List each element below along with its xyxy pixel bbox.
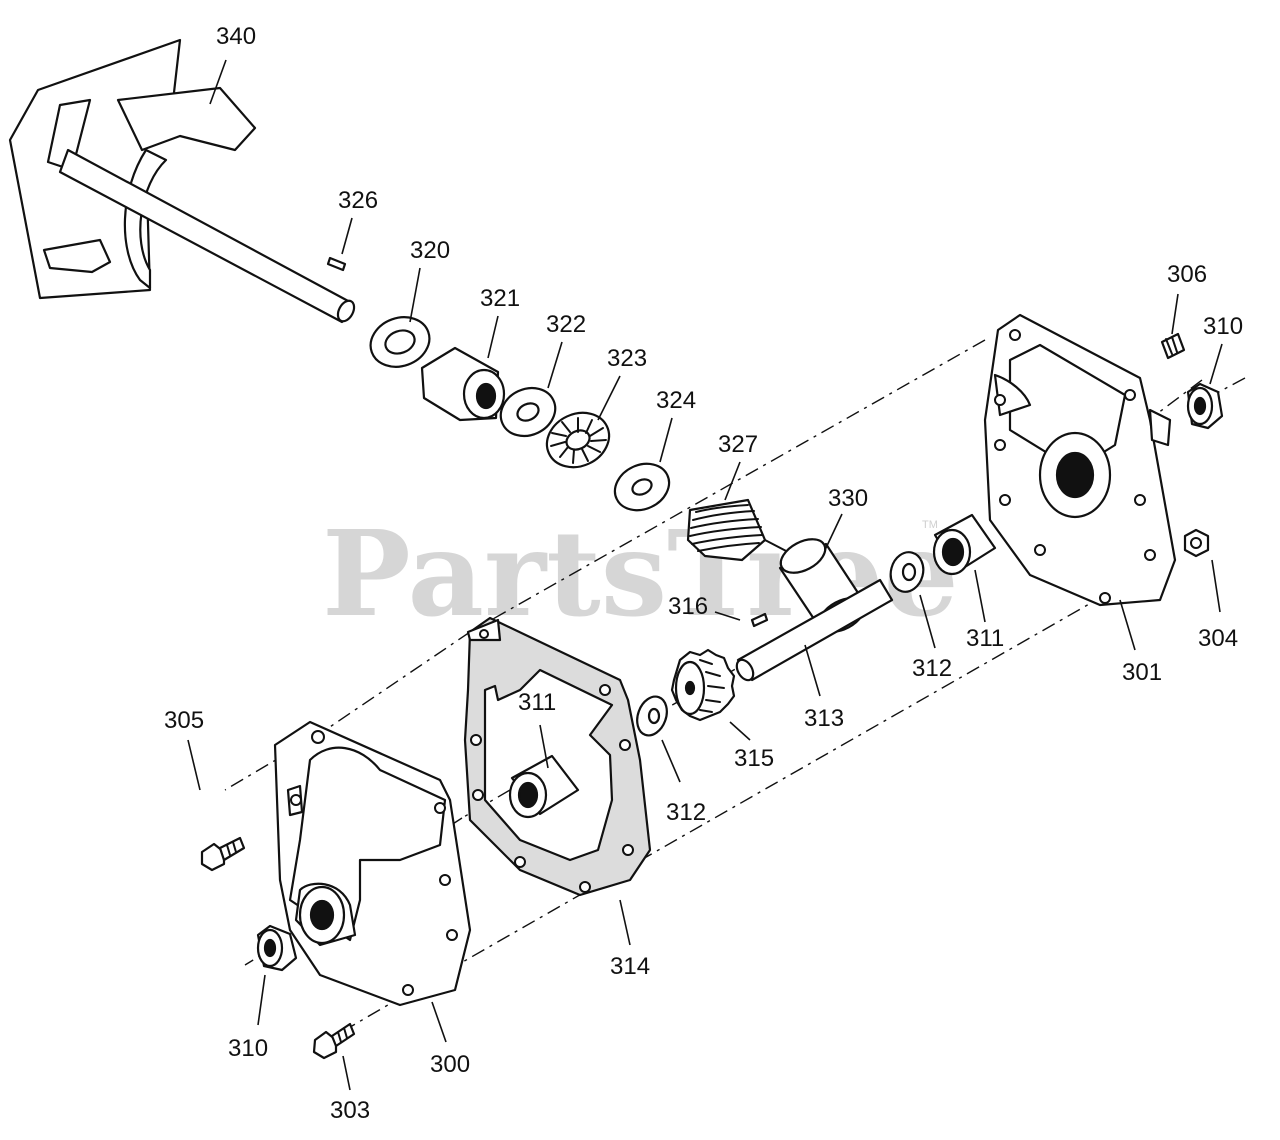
- label-303: 303: [330, 1097, 370, 1124]
- part-306-set-screw: [1160, 332, 1186, 360]
- part-301-right-housing: [983, 313, 1177, 607]
- label-313: 313: [804, 705, 844, 732]
- label-340: 340: [216, 23, 256, 50]
- part-315-gear: [670, 648, 736, 722]
- part-320-washer: [369, 316, 431, 368]
- label-314: 314: [610, 953, 650, 980]
- label-305: 305: [164, 707, 204, 734]
- label-301: 301: [1122, 659, 1162, 686]
- label-315: 315: [734, 745, 774, 772]
- label-326: 326: [338, 187, 378, 214]
- part-321-bearing-housing: [420, 346, 506, 422]
- part-324-washer: [613, 462, 671, 512]
- part-314-gasket: [463, 616, 652, 897]
- part-312-left-washer: [636, 695, 668, 737]
- part-322-washer: [499, 386, 557, 438]
- part-312-right-washer: [889, 551, 925, 593]
- part-311-left-bushing: [508, 754, 580, 819]
- label-327: 327: [718, 431, 758, 458]
- part-326-key: [326, 256, 347, 272]
- part-316-key: [750, 612, 769, 628]
- label-316: 316: [668, 593, 708, 620]
- label-310-left: 310: [228, 1035, 268, 1062]
- label-310-right: 310: [1203, 313, 1243, 340]
- part-310-right-bearing: [1186, 382, 1224, 430]
- part-310-left-bearing: [256, 924, 298, 972]
- part-305-bolt: [200, 836, 246, 872]
- callout-labels: 340 326 320 321 322 323 324 327 330 316 …: [164, 23, 1243, 1124]
- label-304: 304: [1198, 625, 1238, 652]
- label-311-right: 311: [966, 625, 1004, 652]
- part-340-impeller: [8, 38, 356, 324]
- part-313-shaft: [735, 578, 894, 682]
- label-312-left: 312: [666, 799, 706, 826]
- label-324: 324: [656, 387, 696, 414]
- callout-leaders: [187, 59, 1223, 1091]
- part-323-thrust-bearing: [545, 411, 611, 469]
- label-311-left: 311: [518, 689, 556, 716]
- label-320: 320: [410, 237, 450, 264]
- label-300: 300: [430, 1051, 470, 1078]
- label-321: 321: [480, 285, 520, 312]
- watermark: PartsTree: [322, 504, 959, 643]
- label-312-right: 312: [912, 655, 952, 682]
- label-330: 330: [828, 485, 868, 512]
- part-311-right-bushing: [932, 513, 997, 576]
- part-300-left-housing: [273, 720, 472, 1007]
- part-303-bolt: [312, 1022, 356, 1060]
- part-327-worm-gear: [686, 498, 791, 562]
- label-306: 306: [1167, 261, 1207, 288]
- part-304-nut: [1183, 528, 1210, 558]
- label-323: 323: [607, 345, 647, 372]
- label-322: 322: [546, 311, 586, 338]
- watermark-trademark: TM: [922, 519, 938, 531]
